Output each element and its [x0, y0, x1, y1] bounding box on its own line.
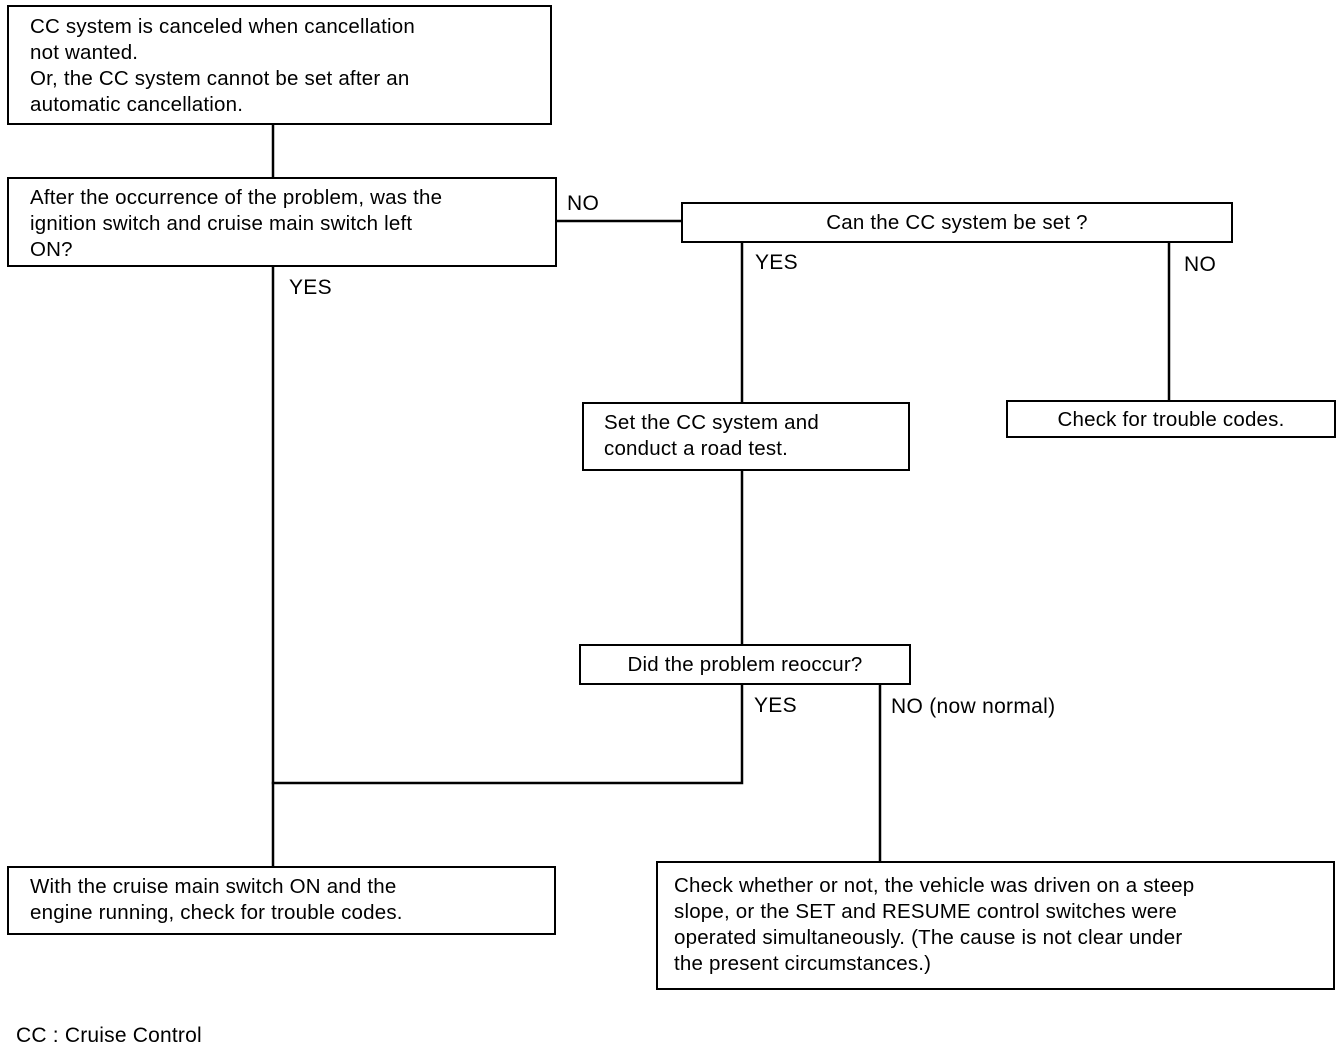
check-codes-engine-line-1: With the cruise main switch ON and the	[30, 875, 397, 898]
switch-left-on-question: After the occurrence of the problem, was…	[7, 177, 557, 267]
switch-question-line-3: ON?	[30, 238, 73, 261]
check-codes-engine-node: With the cruise main switch ON and the e…	[7, 866, 556, 935]
can-set-question: Can the CC system be set ?	[681, 202, 1233, 243]
abbreviation-footnote: CC : Cruise Control	[16, 1024, 202, 1047]
start-node-line-3: Or, the CC system cannot be set after an	[30, 67, 410, 90]
switch-question-line-2: ignition switch and cruise main switch l…	[30, 212, 413, 235]
start-node: CC system is canceled when cancellation …	[7, 5, 552, 125]
connector-reoccur-yes	[271, 682, 744, 785]
start-node-line-2: not wanted.	[30, 41, 139, 64]
reoccur-yes-label: YES	[754, 694, 797, 717]
reoccur-question: Did the problem reoccur?	[579, 644, 911, 685]
check-steep-slope-node: Check whether or not, the vehicle was dr…	[656, 861, 1335, 990]
can-set-question-text: Can the CC system be set ?	[826, 211, 1088, 234]
switch-no-label: NO	[567, 192, 600, 215]
set-and-test-line-2: conduct a road test.	[604, 437, 789, 460]
set-and-test-node: Set the CC system and conduct a road tes…	[582, 402, 910, 471]
switch-question-line-1: After the occurrence of the problem, was…	[30, 186, 443, 209]
check-codes-engine-line-2: engine running, check for trouble codes.	[30, 901, 403, 924]
can-set-yes-label: YES	[755, 251, 798, 274]
check-steep-slope-line-2: slope, or the SET and RESUME control swi…	[674, 900, 1177, 923]
check-trouble-codes-text: Check for trouble codes.	[1057, 408, 1285, 431]
can-set-no-label: NO	[1184, 253, 1217, 276]
start-node-line-1: CC system is canceled when cancellation	[30, 15, 415, 38]
start-node-line-4: automatic cancellation.	[30, 93, 244, 116]
reoccur-no-label: NO (now normal)	[891, 695, 1056, 718]
check-steep-slope-line-3: operated simultaneously. (The cause is n…	[674, 926, 1183, 949]
check-steep-slope-line-4: the present circumstances.)	[674, 952, 932, 975]
switch-yes-label: YES	[289, 276, 332, 299]
check-steep-slope-line-1: Check whether or not, the vehicle was dr…	[674, 874, 1195, 897]
check-trouble-codes-node: Check for trouble codes.	[1006, 400, 1336, 438]
set-and-test-line-1: Set the CC system and	[604, 411, 819, 434]
reoccur-question-text: Did the problem reoccur?	[627, 653, 863, 676]
